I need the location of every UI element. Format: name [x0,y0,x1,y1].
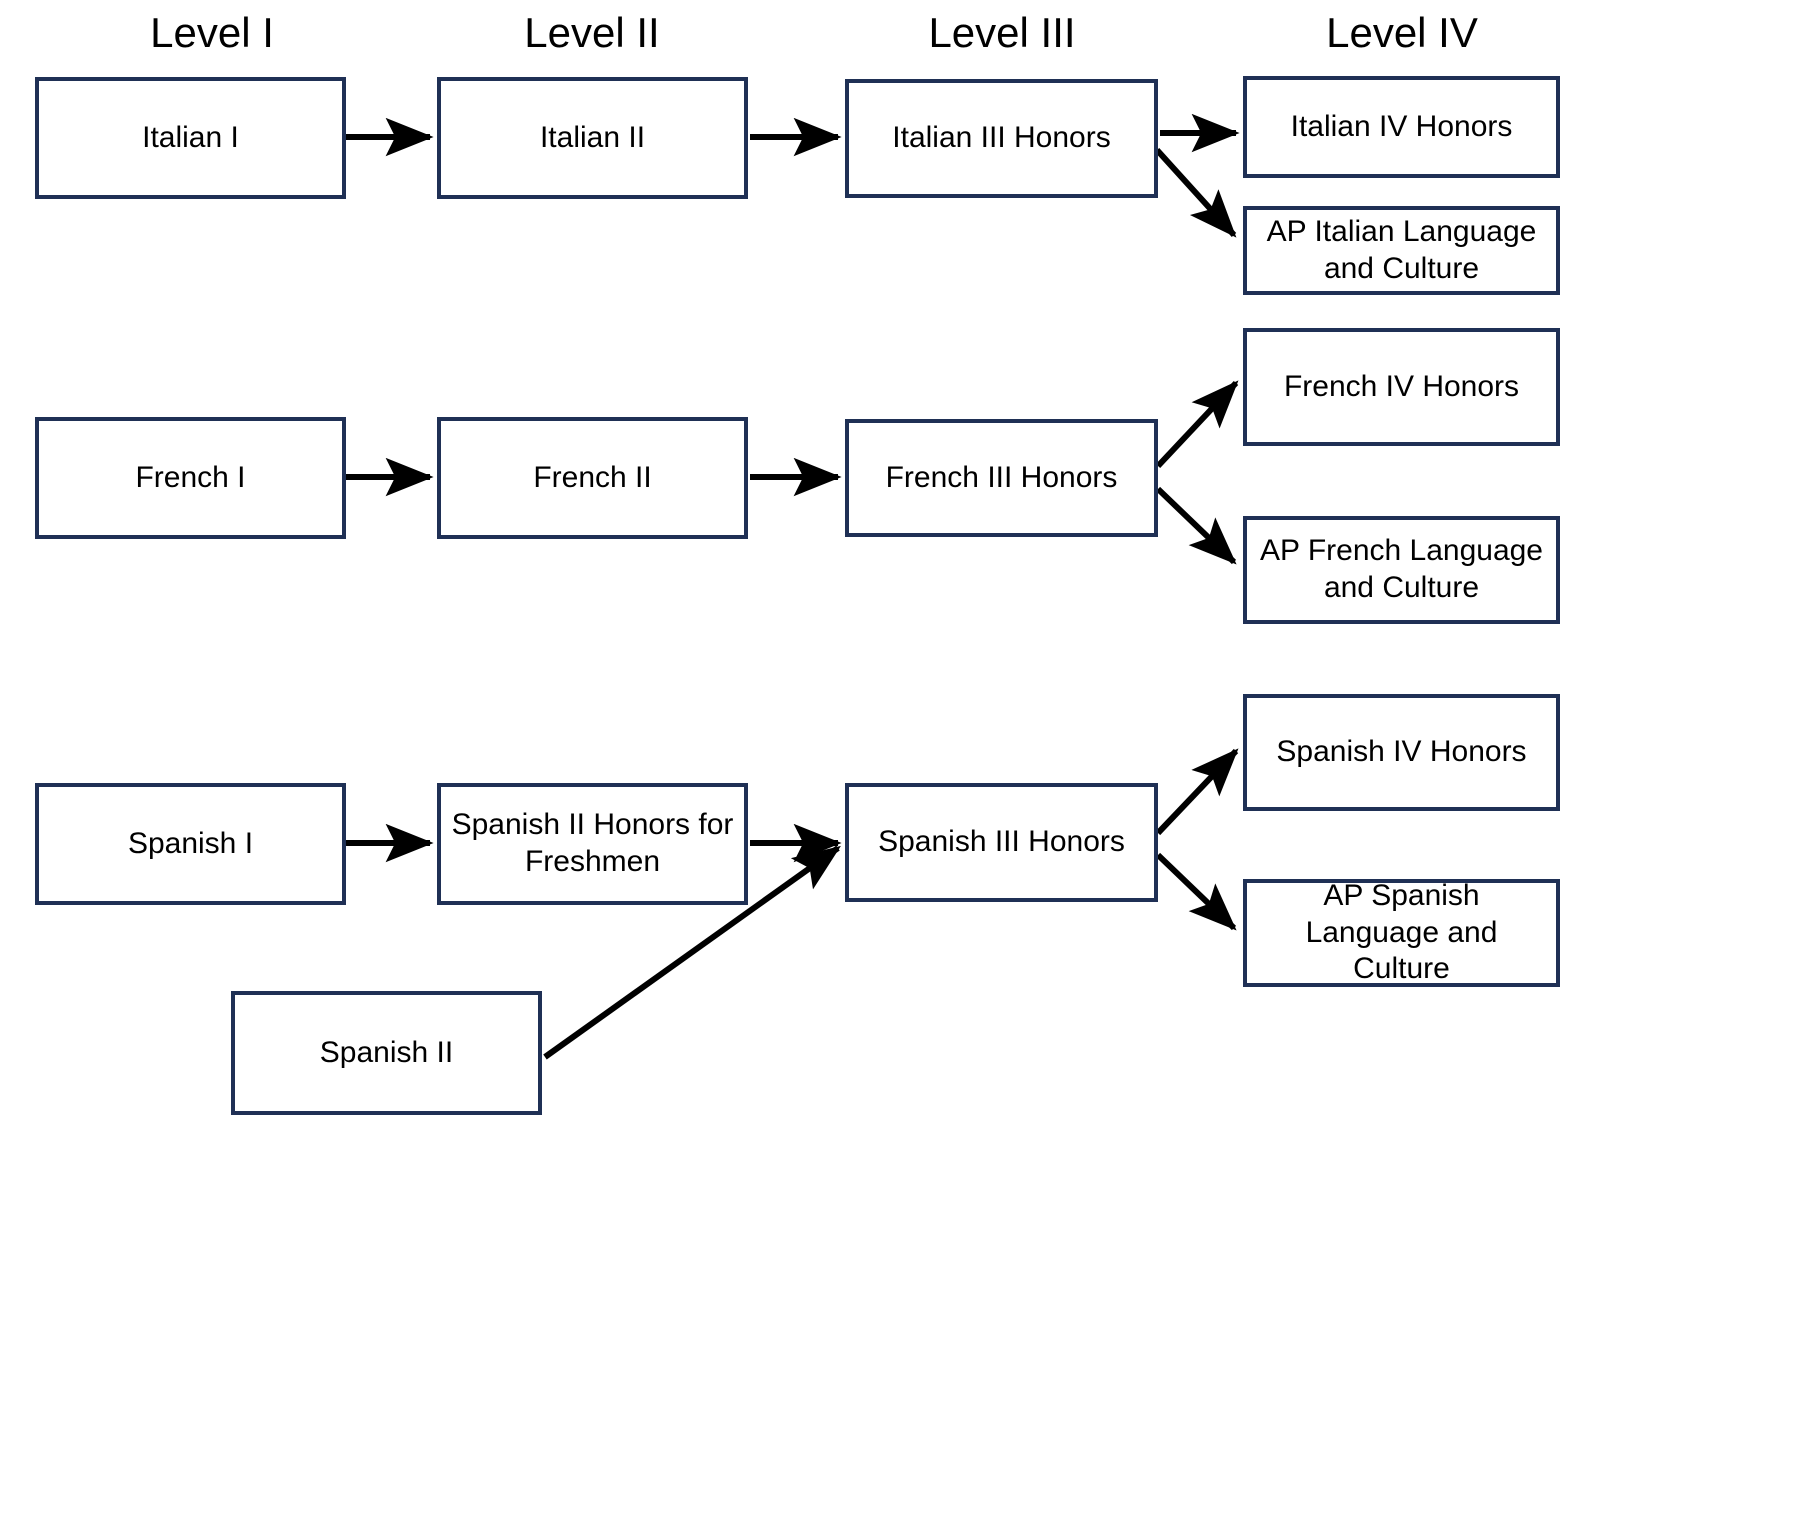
node-label: French II [533,460,652,494]
column-heading-level-1: Level I [150,9,274,56]
arrow-italian3-to-ap-italian [1154,147,1237,238]
column-heading-level-2: Level II [524,9,660,56]
node-french-3-honors[interactable]: French III Honors [845,419,1158,537]
arrow-spanish3-to-ap-spanish [1155,852,1237,931]
arrow-spanish3-to-spanish4 [1155,748,1239,836]
node-italian-1[interactable]: Italian I [35,77,346,199]
node-label: Spanish III Honors [878,825,1125,859]
node-label: Spanish I [127,826,254,860]
node-label: Italian II [539,120,646,154]
node-spanish-4-honors[interactable]: Spanish IV Honors [1243,694,1560,811]
node-spanish-3-honors[interactable]: Spanish III Honors [845,783,1158,902]
node-spanish-1[interactable]: Spanish I [35,783,346,905]
node-label: Spanish II [319,1035,454,1069]
node-label: French IV Honors [1283,369,1520,403]
node-spanish-2-honors-freshmen[interactable]: Spanish II Honors for Freshmen [437,783,748,905]
node-label: French I [135,460,246,494]
node-label: Italian IV Honors [1290,109,1513,143]
node-french-4-honors[interactable]: French IV Honors [1243,328,1560,446]
column-heading-level-4: Level IV [1326,9,1478,56]
node-label: Spanish II Honors for Freshmen [451,808,734,878]
node-italian-2[interactable]: Italian II [437,77,748,199]
node-label: Italian III Honors [892,121,1111,155]
node-label: AP French Language and Culture [1260,534,1543,604]
node-italian-4-honors[interactable]: Italian IV Honors [1243,76,1560,178]
node-label: Spanish IV Honors [1276,735,1527,769]
node-label: AP Spanish Language and Culture [1305,879,1498,986]
node-spanish-2[interactable]: Spanish II [231,991,542,1115]
node-label: French III Honors [885,460,1118,494]
node-ap-spanish[interactable]: AP Spanish Language and Culture [1243,879,1560,987]
node-ap-italian[interactable]: AP Italian Language and Culture [1243,206,1560,295]
node-ap-french[interactable]: AP French Language and Culture [1243,516,1560,624]
node-french-2[interactable]: French II [437,417,748,539]
column-heading-level-3: Level III [928,9,1076,56]
arrow-french3-to-french4 [1155,380,1239,469]
node-label: Italian I [142,120,239,154]
node-french-1[interactable]: French I [35,417,346,539]
node-label: AP Italian Language and Culture [1266,214,1537,285]
arrow-french3-to-ap-french [1155,486,1237,565]
node-italian-3-honors[interactable]: Italian III Honors [845,79,1158,198]
